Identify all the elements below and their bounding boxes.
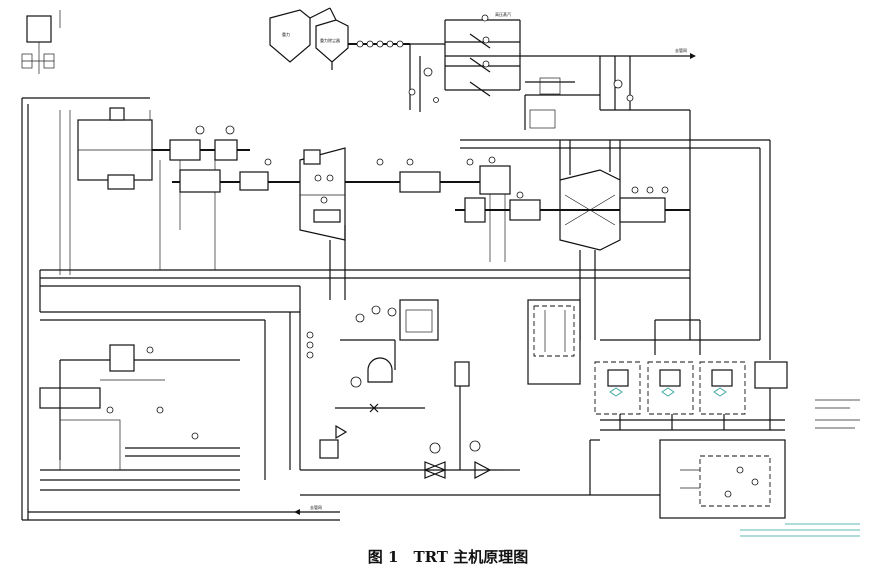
bottom-return-lines: 去管网 xyxy=(22,439,660,521)
mid-dashed-panel xyxy=(527,299,581,385)
tank-right-label: 重力除尘器 xyxy=(320,37,340,43)
figure-caption: 图 1 TRT 主机原理图 xyxy=(367,548,529,566)
notes-block xyxy=(815,399,860,429)
trt-schematic-diagram: 重力 重力除尘器 去管网 高压蒸汽 xyxy=(21,7,860,537)
center-oil-system xyxy=(306,299,470,470)
lube-oil-panel xyxy=(39,344,240,491)
hydraulic-station xyxy=(659,439,860,537)
gravity-dust-catcher: 重力 重力除尘器 xyxy=(269,7,349,70)
generator-unit xyxy=(21,97,153,520)
right-piping xyxy=(460,139,771,360)
turbine-right xyxy=(455,140,690,340)
top-gas-pipe: 去管网 xyxy=(348,40,696,59)
lower-shaft-line xyxy=(172,156,511,262)
tank-left-label: 重力 xyxy=(282,31,290,37)
lower-center-control xyxy=(300,424,520,479)
left-vertical-valves xyxy=(408,44,439,112)
to-network-label: 去管网 xyxy=(310,504,322,510)
bypass-valve-group: 高压蒸汽 xyxy=(444,11,521,97)
header-top-label: 高压蒸汽 xyxy=(495,11,511,17)
turbine-center xyxy=(299,147,346,300)
oil-headers xyxy=(39,269,690,480)
outlet-label: 去管网 xyxy=(675,47,687,53)
top-left-instrument xyxy=(21,10,61,74)
servo-actuator-units xyxy=(594,361,788,431)
right-top-valves xyxy=(524,56,691,340)
upper-shaft-line xyxy=(152,125,250,270)
